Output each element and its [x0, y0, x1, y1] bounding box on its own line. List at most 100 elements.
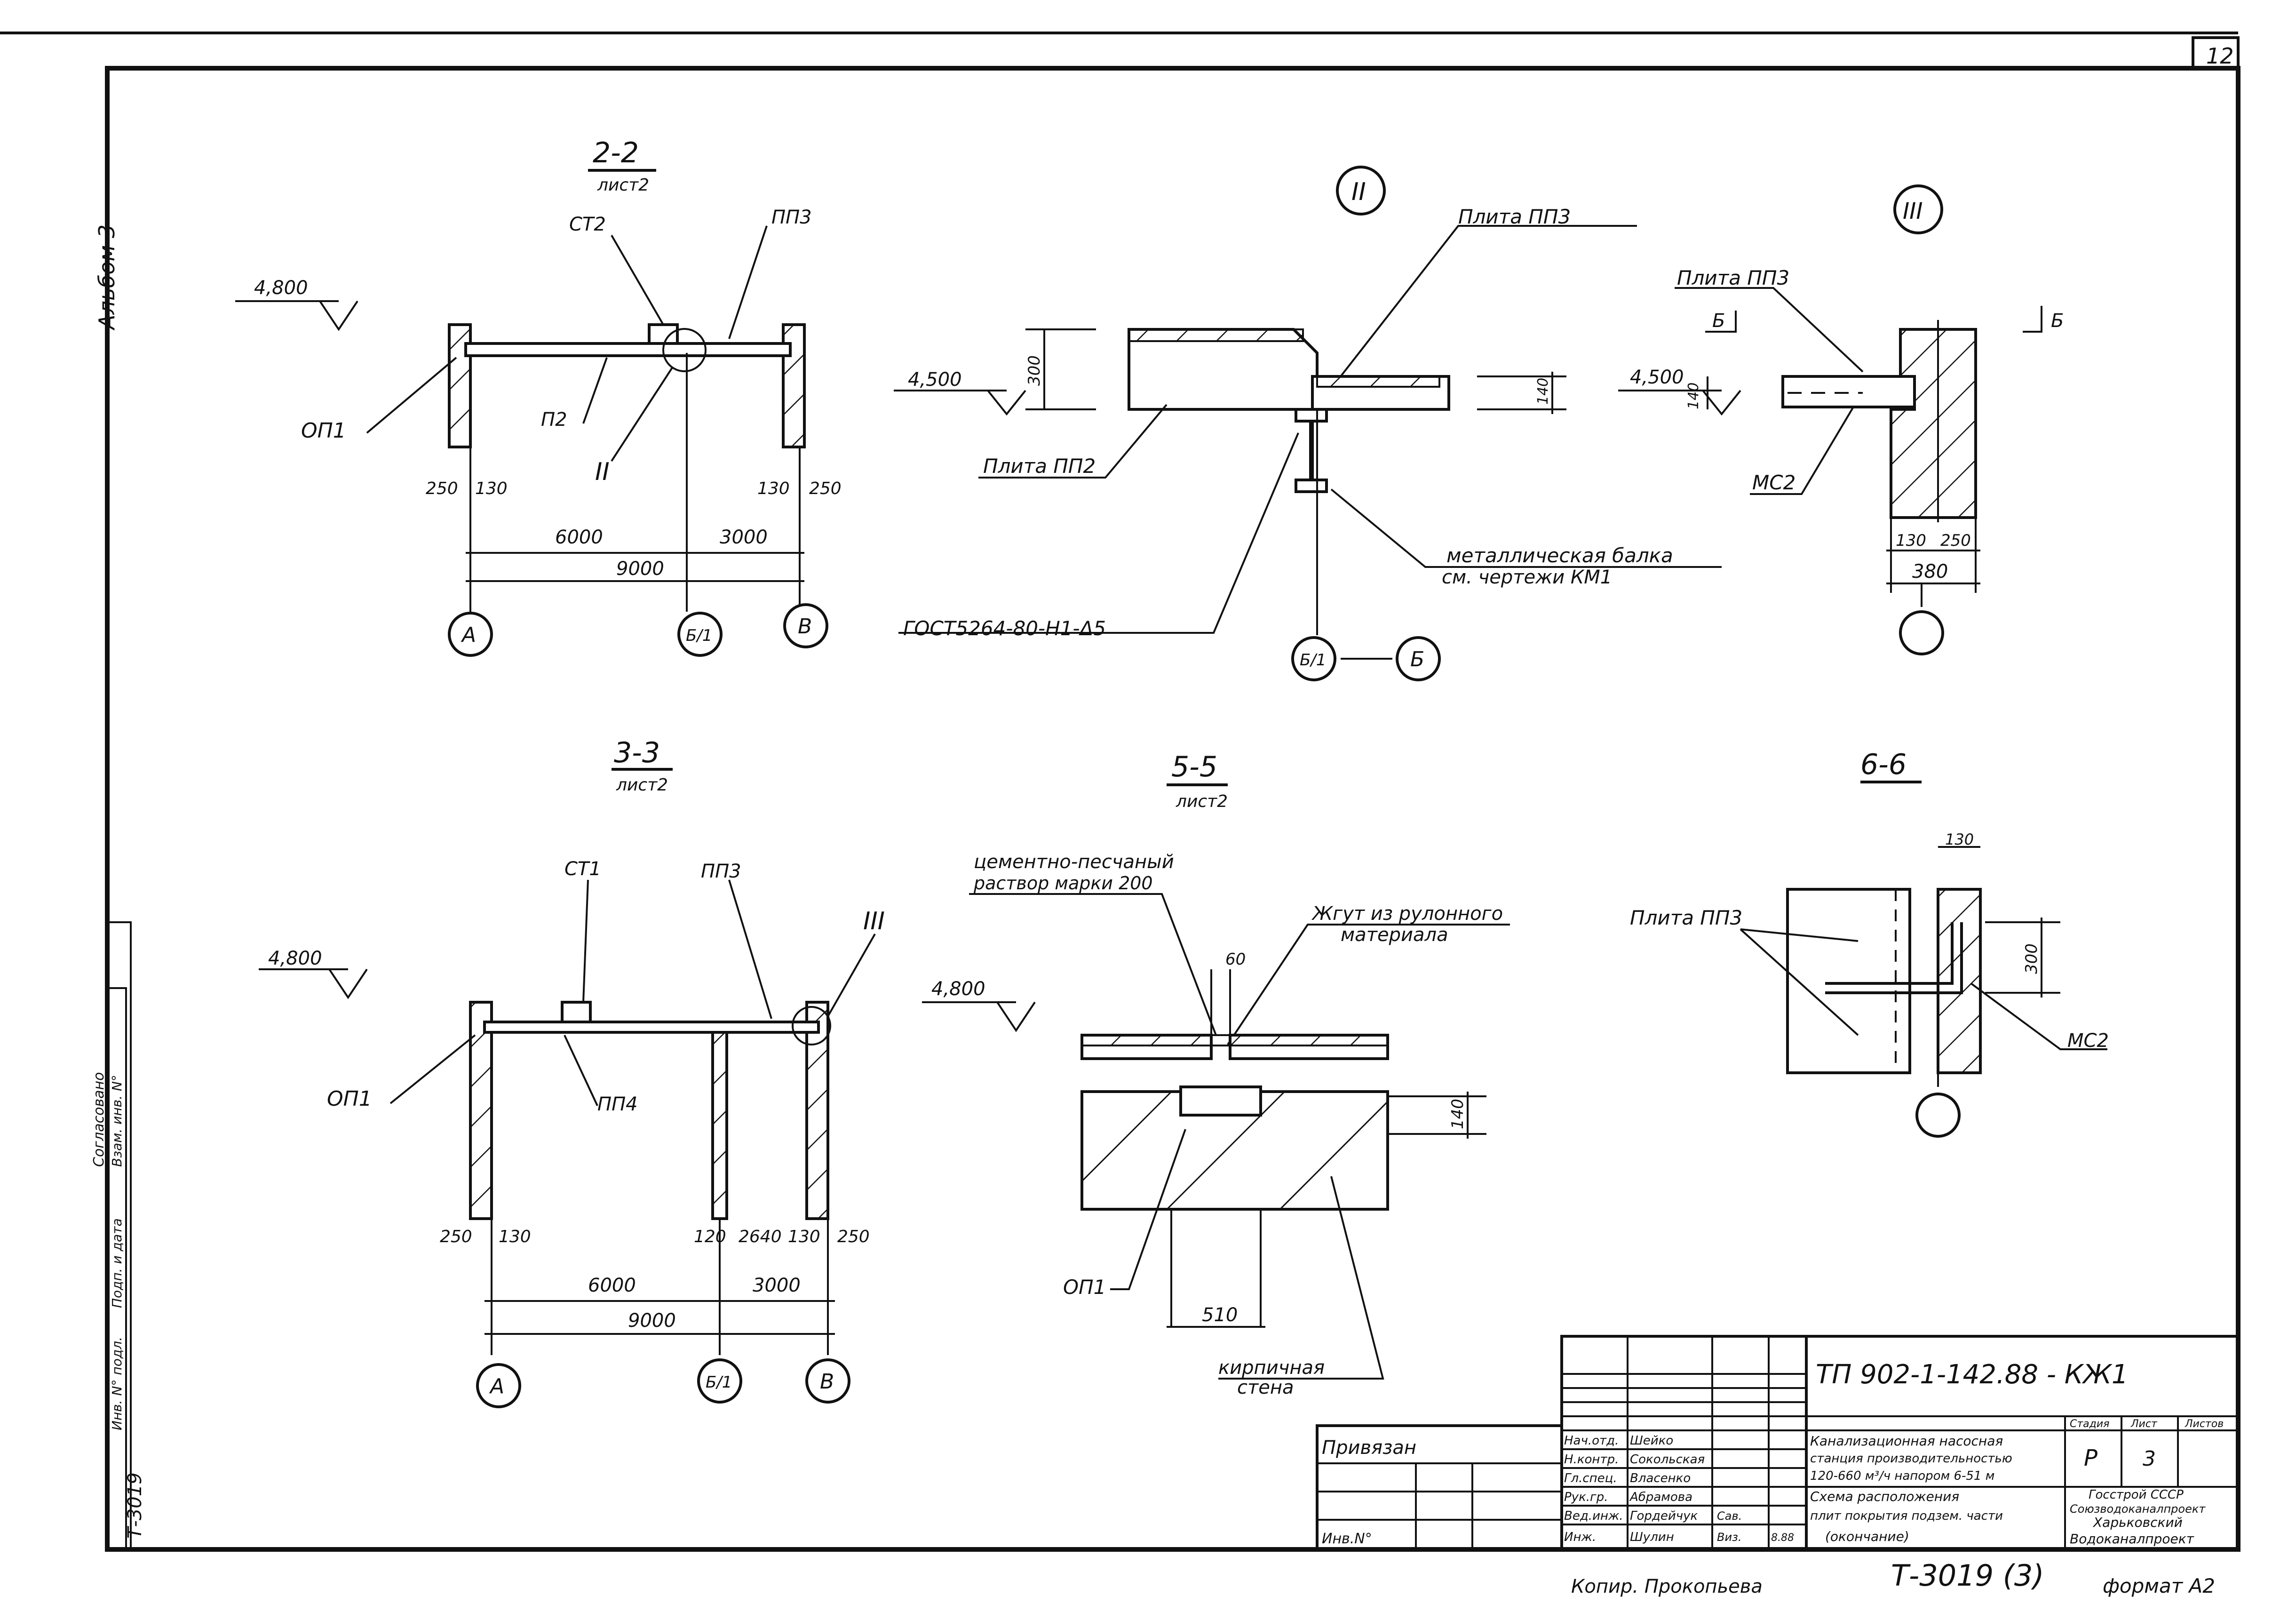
d3-axis	[1899, 610, 1944, 655]
detail-ii: II 4,500 300 140 Плита ПП3 Плита ПП2 мет…	[894, 166, 1722, 681]
copier-note: Копир. Прокопьева	[1571, 1576, 1763, 1597]
d3-cut-right: Б	[2051, 310, 2064, 332]
s22-label-ii: II	[595, 458, 610, 486]
s33-dim-130b: 130	[788, 1227, 820, 1246]
title-line-1: станция производительностью	[1810, 1452, 2012, 1466]
s55-op1	[1179, 1085, 1262, 1117]
s33-axis-a: А	[489, 1374, 504, 1398]
sign-4: Сав.	[1717, 1509, 1742, 1523]
s33-dim-6000: 6000	[588, 1275, 636, 1296]
s33-dim-9000: 9000	[628, 1310, 676, 1332]
s22-dim-130b: 130	[757, 479, 790, 498]
s55-label-op1: ОП1	[1063, 1276, 1106, 1299]
s55-dim-140: 140	[1448, 1099, 1467, 1129]
role-5: Инж.	[1564, 1530, 1596, 1544]
archive-number: Т-3019 (3)	[1891, 1558, 2044, 1593]
d2-dim-140: 140	[1535, 378, 1551, 405]
role-0: Нач.отд.	[1564, 1434, 1619, 1448]
margin-sign-date: Подп. и дата	[109, 1218, 125, 1308]
s22-label-st2: СТ2	[569, 214, 606, 235]
s22-axis-v: В	[798, 614, 812, 638]
role-4: Вед.инж.	[1564, 1509, 1623, 1523]
d3-dim-250: 250	[1940, 531, 1971, 550]
section-3-3: 3-3 лист2 4,800 СТ1 ПП3 III ОП1 ПП4 250 …	[259, 736, 885, 1408]
d3-label-ms2: МС2	[1752, 471, 1795, 494]
s22-elev: 4,800	[254, 277, 308, 299]
sheet-title-2: (окончание)	[1825, 1529, 1909, 1544]
s22-st2	[648, 323, 679, 345]
s22-dim-3000: 3000	[720, 527, 768, 548]
s55-tow1: Жгут из рулонного	[1311, 903, 1503, 925]
section-5-5: 5-5 лист2 цементно-песчаный раствор марк…	[922, 750, 1510, 1398]
s22-label-op1: ОП1	[301, 419, 346, 443]
s33-label-iii: III	[863, 907, 885, 935]
org-2: Харьковский	[2092, 1515, 2183, 1530]
d2-beam-note2: см. чертежи КМ1	[1442, 567, 1612, 588]
org-0: Госстрой СССР	[2089, 1488, 2184, 1502]
s33-label-st1: СТ1	[564, 858, 601, 880]
margin-replace-inv: Взам. инв. N°	[109, 1075, 125, 1167]
s22-dim-6000: 6000	[555, 527, 603, 548]
s33-label-pp4: ПП4	[597, 1093, 638, 1115]
d2-label-pp3: Плита ПП3	[1458, 205, 1571, 228]
name-3: Абрамова	[1629, 1490, 1692, 1504]
s22-title: 2-2	[593, 136, 639, 169]
org-1: Союзводоканалпроект	[2070, 1502, 2206, 1516]
col-sheet: Лист	[2130, 1418, 2158, 1430]
d3-dim-380: 380	[1912, 561, 1948, 583]
role-1: Н.контр.	[1564, 1452, 1619, 1467]
s33-dim-2640: 2640	[739, 1227, 782, 1246]
s33-wall-a	[469, 1001, 493, 1220]
inv-label: Инв.N°	[1322, 1531, 1372, 1547]
d3-dim-140: 140	[1685, 383, 1702, 409]
s55-wall2: стена	[1237, 1377, 1294, 1398]
s33-dim-3000: 3000	[753, 1275, 801, 1296]
s33-axis-v: В	[820, 1370, 834, 1394]
section-6-6: 6-6 130 300 Плита ПП3 МС2	[1630, 748, 2109, 1138]
d3-cut-left: Б	[1712, 310, 1725, 332]
name-1: Сокольская	[1630, 1452, 1705, 1467]
s22-wall-right	[782, 323, 806, 448]
s66-title: 6-6	[1860, 748, 1907, 781]
sheet-title-1: плит покрытия подзем. части	[1810, 1509, 2003, 1523]
margin-inv-orig: Инв. N° подл.	[109, 1337, 125, 1430]
s33-wall-v	[805, 1001, 829, 1220]
s33-title: 3-3	[614, 736, 660, 769]
d3-slab	[1781, 375, 1916, 408]
s22-dim-9000: 9000	[616, 558, 664, 580]
sign-5: Виз.	[1717, 1531, 1741, 1544]
doc-code: ТП 902-1-142.88 - КЖ1	[1816, 1359, 2129, 1390]
s22-dim-250b: 250	[809, 479, 842, 498]
s66-wall	[1937, 888, 1982, 1074]
s22-label-p2: П2	[541, 409, 567, 431]
s55-dim-60: 60	[1225, 950, 1246, 969]
s33-dim-250b: 250	[837, 1227, 870, 1246]
margin-archive: Т-3019	[124, 1472, 146, 1539]
name-4: Гордейчук	[1630, 1509, 1698, 1523]
d3-wall	[1890, 328, 1977, 519]
stamp-date: 8.88	[1771, 1532, 1794, 1544]
s55-elev: 4,800	[931, 978, 985, 1000]
role-2: Гл.спец.	[1564, 1471, 1617, 1485]
sheet-title-0: Схема расположения	[1810, 1489, 1959, 1504]
s33-dim-120: 120	[694, 1227, 726, 1246]
sheet-no: 3	[2143, 1447, 2156, 1471]
s22-label-pp3: ПП3	[771, 207, 812, 228]
s66-label-ms2: МС2	[2067, 1030, 2109, 1052]
s33-label-pp3: ПП3	[701, 861, 741, 882]
s55-dim-510: 510	[1202, 1304, 1238, 1326]
s33-node-iii	[792, 1006, 831, 1045]
name-2: Власенко	[1630, 1471, 1691, 1485]
s66-label-pp3: Плита ПП3	[1630, 906, 1742, 929]
d2-title: II	[1351, 178, 1366, 206]
title-line-0: Канализационная насосная	[1810, 1433, 2003, 1449]
s22-slab	[464, 342, 792, 357]
s66-slab	[1786, 888, 1911, 1074]
s33-elev: 4,800	[268, 948, 322, 969]
s22-ref: лист2	[597, 176, 649, 195]
section-2-2: 2-2 лист2 4,800 СТ2 ПП3 ОП1 П2 II 250 13…	[235, 136, 842, 657]
d3-label-pp3: Плита ПП3	[1677, 266, 1789, 289]
detail-iii: III Плита ПП3 Б Б 4,500 140 МС2 130 250 …	[1618, 184, 2064, 655]
sheet-frame: 12	[0, 32, 2240, 1552]
s55-ref: лист2	[1176, 792, 1228, 811]
